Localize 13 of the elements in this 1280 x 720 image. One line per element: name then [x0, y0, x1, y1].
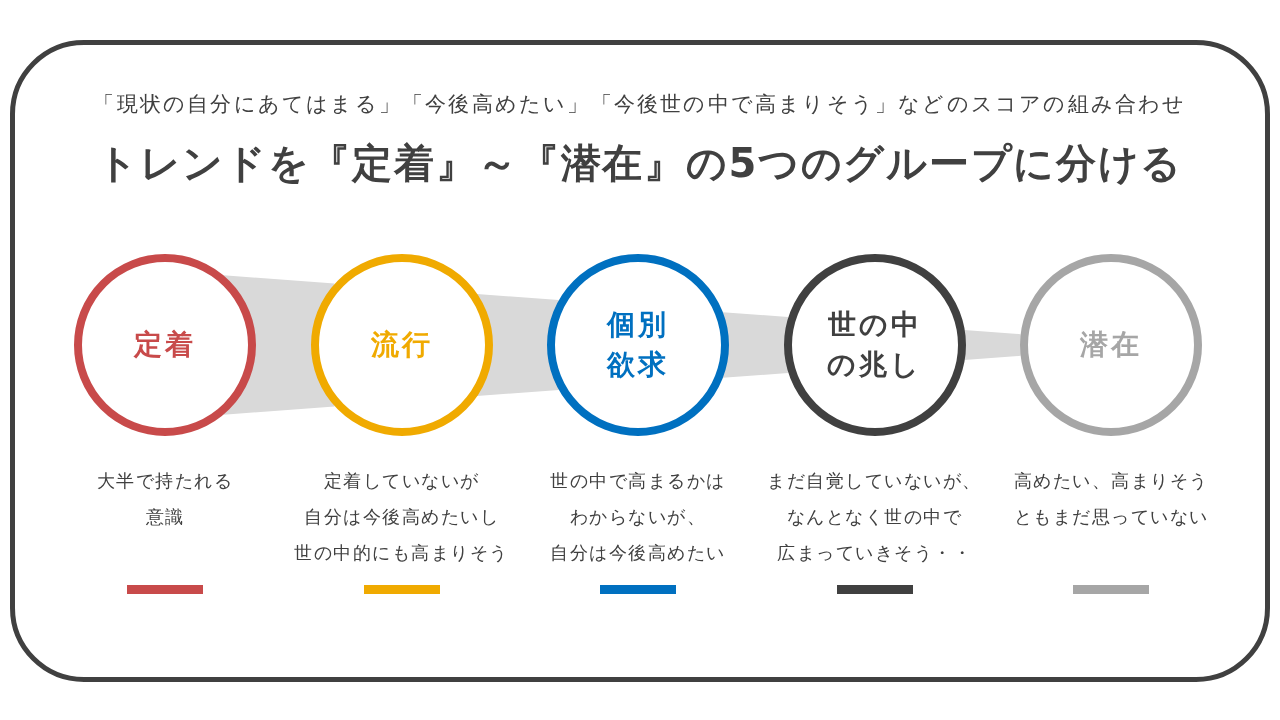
- title: トレンドを『定着』～『潜在』の5つのグループに分ける: [97, 139, 1183, 188]
- group-name: 個別欲求: [606, 307, 670, 383]
- group-description: 大半で持たれる意識: [96, 469, 234, 529]
- group-description: 定着していないが自分は今後高めたいし世の中的にも高まりそう: [294, 469, 509, 565]
- group-name: 流行: [370, 327, 433, 363]
- group-name: 世の中の兆し: [826, 307, 923, 383]
- group-name: 潜在: [1080, 327, 1142, 363]
- group-description: 世の中で高まるかはわからないが、自分は今後高めたい: [550, 469, 726, 565]
- connector-band: [964, 330, 1021, 360]
- subtitle: 「現状の自分にあてはまる」「今後高めたい」「今後世の中で高まりそう」などのスコアの組み合わせ: [93, 91, 1187, 118]
- group-name: 定着: [134, 327, 196, 363]
- group-description: まだ自覚していないが、なんとなく世の中で広まっていきそう・・: [767, 469, 982, 565]
- group-description: 高めたい、高まりそうともまだ思っていない: [1013, 469, 1209, 529]
